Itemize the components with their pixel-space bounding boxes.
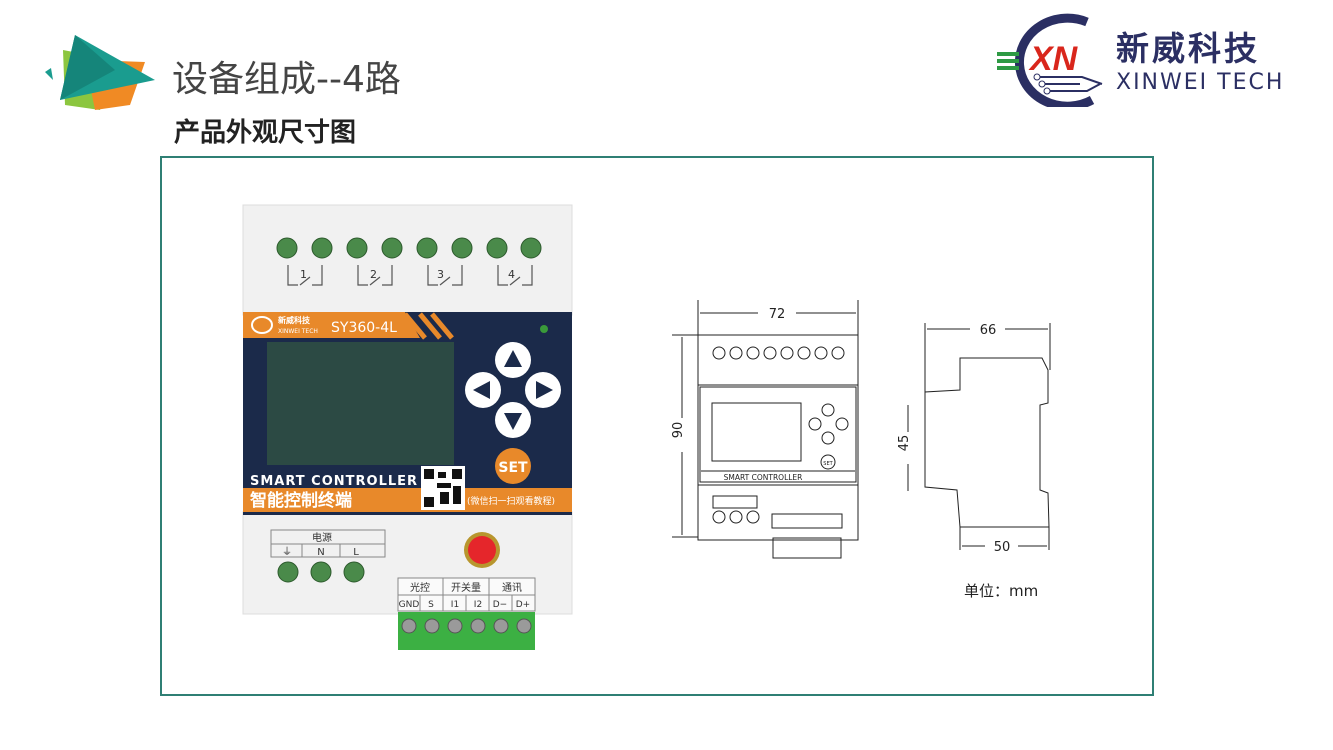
power-n-label: N [317, 547, 324, 558]
logo-name-en: XINWEI TECH [1116, 70, 1285, 95]
io-label-d-minus: D− [493, 600, 507, 610]
dim-base-50: 50 [994, 540, 1011, 555]
page-subtitle: 产品外观尺寸图 [174, 118, 357, 148]
logo-mark: XN [1028, 40, 1079, 78]
page-title: 设备组成--4路 [172, 59, 401, 100]
io-label-s: S [428, 600, 434, 610]
relay-label-2: 2 [370, 268, 377, 281]
set-button-label: SET [498, 460, 528, 476]
device-model: SY360-4L [331, 320, 397, 336]
io-group-switch: 开关量 [451, 581, 481, 594]
drawing-smart-label: SMART CONTROLLER [724, 473, 803, 482]
device-brand-cn: 新威科技 [278, 315, 311, 325]
io-label-i1: I1 [451, 600, 459, 610]
dim-height-90: 90 [671, 422, 686, 439]
device-cn-label: 智能控制终端 [250, 490, 352, 511]
lcd-screen [267, 342, 454, 465]
relay-label-4: 4 [508, 268, 515, 281]
logo-name-cn: 新威科技 [1116, 29, 1260, 68]
qr-hint: (微信扫一扫观看教程) [467, 495, 555, 507]
unit-label: 单位：mm [964, 582, 1038, 600]
io-label-i2: I2 [474, 600, 482, 610]
relay-terminals: 1 2 3 4 [276, 237, 542, 286]
dimension-drawing: SMART CONTROLLER SET 72 90 66 50 45 单位：m… [632, 285, 1098, 618]
content-frame [160, 156, 1154, 696]
dim-rail-45: 45 [897, 435, 912, 452]
relay-label-3: 3 [437, 268, 444, 281]
power-header: 电源 [312, 531, 332, 544]
drawing-set-label: SET [823, 461, 833, 467]
io-group-light: 光控 [410, 581, 430, 594]
decorative-triangle-icon [45, 35, 155, 110]
relay-label-1: 1 [300, 268, 307, 281]
dim-depth-66: 66 [980, 323, 997, 338]
dim-width-72: 72 [769, 307, 786, 322]
company-logo-icon: XN [997, 13, 1103, 107]
device-photo: 1 2 3 4 新威科技 XINWEI TECH SY360-4L SET [242, 204, 573, 650]
io-label-d-plus: D+ [516, 600, 530, 610]
power-ground-label: ⏚ [282, 546, 292, 558]
nav-buttons: SET [465, 342, 561, 484]
io-label-gnd: GND [399, 600, 420, 610]
green-terminal-block [398, 612, 535, 650]
power-l-label: L [353, 547, 359, 558]
device-brand-en: XINWEI TECH [278, 328, 318, 335]
io-group-comm: 通讯 [502, 582, 522, 594]
smart-controller-label: SMART CONTROLLER [250, 474, 418, 489]
